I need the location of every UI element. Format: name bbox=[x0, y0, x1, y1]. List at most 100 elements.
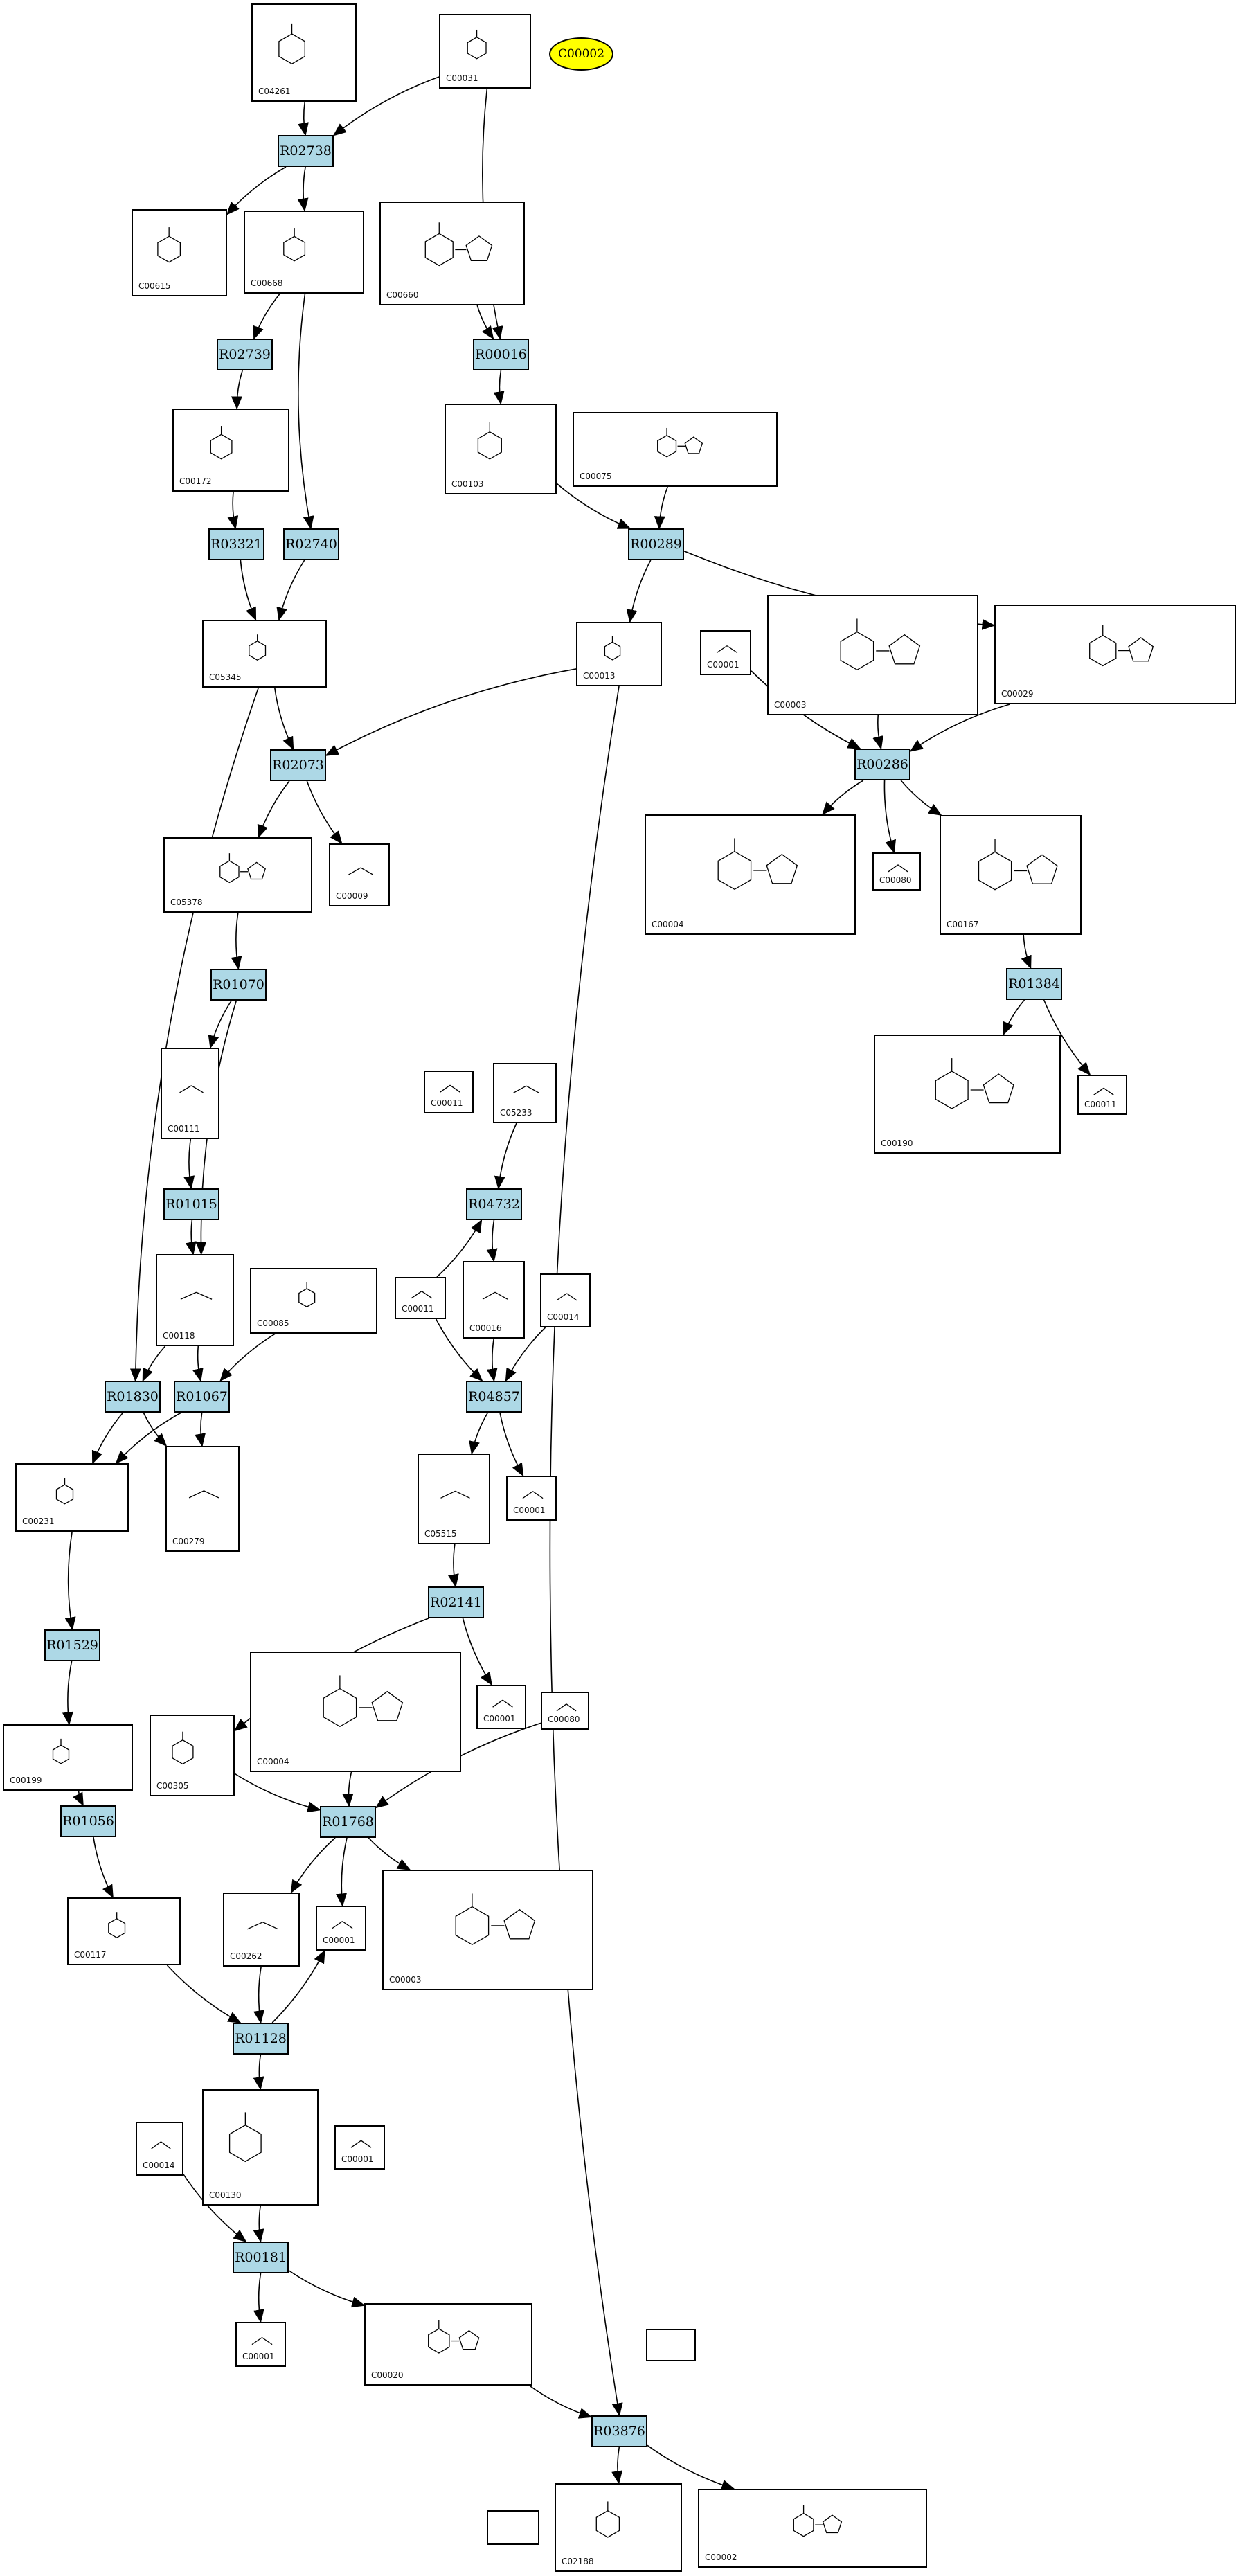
edge-r04732-to-c00016 bbox=[486, 1219, 498, 1262]
compound-c00231[interactable]: C00231 bbox=[15, 1463, 129, 1532]
compound-id: C00615 bbox=[138, 281, 171, 291]
compound-id: C00011 bbox=[1084, 1100, 1117, 1109]
compound-c00001-d[interactable]: C00001 bbox=[316, 1906, 366, 1951]
compound-blank-a[interactable] bbox=[646, 2329, 696, 2361]
compound-id: C00013 bbox=[583, 671, 616, 681]
reaction-r04857[interactable]: R04857 bbox=[466, 1381, 522, 1413]
compound-c00279[interactable]: C00279 bbox=[165, 1446, 240, 1552]
compound-c00011-a[interactable]: C00011 bbox=[1077, 1075, 1127, 1115]
compound-c00167[interactable]: C00167 bbox=[940, 815, 1082, 935]
compound-c00011-b[interactable]: C00011 bbox=[424, 1071, 474, 1113]
compound-c00009[interactable]: C00009 bbox=[329, 843, 390, 906]
reaction-r00286[interactable]: R00286 bbox=[854, 749, 910, 780]
reaction-r01384[interactable]: R01384 bbox=[1006, 968, 1062, 1000]
compound-c00305[interactable]: C00305 bbox=[150, 1715, 235, 1796]
structure-drawing bbox=[716, 645, 738, 654]
compound-c00001-e[interactable]: C00001 bbox=[334, 2125, 385, 2170]
edge-r01384-to-c00190 bbox=[1003, 999, 1025, 1036]
compound-id: C00002 bbox=[705, 2552, 737, 2562]
reaction-r03876[interactable]: R03876 bbox=[591, 2415, 647, 2447]
compound-c00002[interactable]: C00002 bbox=[698, 2489, 927, 2568]
compound-c00199[interactable]: C00199 bbox=[3, 1724, 133, 1791]
highlight-compound-oval[interactable]: C00002 bbox=[549, 37, 613, 71]
compound-c00172[interactable]: C00172 bbox=[172, 409, 289, 492]
reaction-r02739[interactable]: R02739 bbox=[217, 339, 273, 370]
structure-drawing bbox=[428, 2320, 480, 2354]
compound-c00001-a[interactable]: C00001 bbox=[700, 630, 751, 675]
reaction-r02073[interactable]: R02073 bbox=[270, 749, 326, 781]
compound-id: C00011 bbox=[402, 1304, 434, 1314]
compound-c00016[interactable]: C00016 bbox=[463, 1261, 525, 1339]
compound-c00660[interactable]: C00660 bbox=[379, 202, 525, 305]
compound-c00117[interactable]: C00117 bbox=[67, 1897, 181, 1965]
compound-id: C00014 bbox=[143, 2161, 175, 2170]
compound-c05233[interactable]: C05233 bbox=[493, 1063, 557, 1123]
compound-id: C00080 bbox=[879, 875, 912, 885]
compound-c02188[interactable]: C02188 bbox=[555, 2483, 682, 2572]
compound-c00020[interactable]: C00020 bbox=[364, 2303, 532, 2386]
compound-c00014-b[interactable]: C00014 bbox=[136, 2122, 183, 2176]
compound-c00190[interactable]: C00190 bbox=[874, 1035, 1061, 1154]
compound-c05345[interactable]: C05345 bbox=[202, 620, 327, 688]
compound-c00029[interactable]: C00029 bbox=[994, 605, 1236, 704]
reaction-r02738[interactable]: R02738 bbox=[278, 135, 334, 167]
compound-c00668[interactable]: C00668 bbox=[244, 211, 364, 294]
reaction-r00016[interactable]: R00016 bbox=[473, 339, 529, 370]
edge-r02073-to-c05378 bbox=[257, 780, 290, 839]
compound-c00111[interactable]: C00111 bbox=[161, 1048, 219, 1139]
reaction-r03321[interactable]: R03321 bbox=[208, 528, 264, 560]
compound-c00080-a[interactable]: C00080 bbox=[872, 852, 921, 891]
compound-id: C00011 bbox=[431, 1098, 463, 1108]
reaction-r01015[interactable]: R01015 bbox=[163, 1188, 219, 1220]
edge-r01384-to-c00011 bbox=[1043, 999, 1091, 1076]
compound-c00003-a[interactable]: C00003 bbox=[767, 595, 978, 715]
reaction-r04732[interactable]: R04732 bbox=[466, 1188, 522, 1220]
compound-c00004-a[interactable]: C00004 bbox=[645, 814, 856, 935]
structure-drawing bbox=[278, 23, 305, 64]
compound-c00001-b[interactable]: C00001 bbox=[506, 1476, 557, 1521]
edge-c00262-to-r01128 bbox=[253, 1966, 264, 2024]
edge-r01128-to-c00130 bbox=[253, 2054, 264, 2091]
compound-c00003-b[interactable]: C00003 bbox=[382, 1870, 593, 1990]
compound-c00004-b[interactable]: C00004 bbox=[250, 1652, 461, 1772]
reaction-r00289[interactable]: R00289 bbox=[628, 528, 684, 560]
compound-c00001-c[interactable]: C00001 bbox=[476, 1685, 526, 1729]
compound-c00130[interactable]: C00130 bbox=[202, 2089, 319, 2206]
compound-c00075[interactable]: C00075 bbox=[573, 412, 778, 487]
compound-c00080-b[interactable]: C00080 bbox=[541, 1692, 589, 1730]
compound-c00013[interactable]: C00013 bbox=[576, 622, 662, 686]
structure-drawing bbox=[332, 1921, 353, 1929]
compound-c00001-f[interactable]: C00001 bbox=[235, 2322, 286, 2367]
compound-c00085[interactable]: C00085 bbox=[250, 1268, 377, 1334]
reaction-r00181[interactable]: R00181 bbox=[233, 2242, 289, 2273]
reaction-r01128[interactable]: R01128 bbox=[233, 2023, 289, 2055]
compound-id: C00001 bbox=[513, 1505, 546, 1515]
edge-c00014-to-r00181 bbox=[183, 2174, 247, 2242]
edge-r01070-to-c00111 bbox=[208, 1000, 232, 1049]
compound-blank-b[interactable] bbox=[487, 2510, 539, 2545]
reaction-r02141[interactable]: R02141 bbox=[428, 1586, 484, 1618]
reaction-r01056[interactable]: R01056 bbox=[60, 1805, 116, 1837]
compound-c05515[interactable]: C05515 bbox=[418, 1454, 490, 1544]
reaction-r02740[interactable]: R02740 bbox=[283, 528, 339, 560]
structure-drawing bbox=[1093, 1087, 1114, 1095]
edge-r00286-to-c00004 bbox=[821, 780, 864, 816]
compound-c00014-a[interactable]: C00014 bbox=[540, 1273, 591, 1327]
reaction-r01070[interactable]: R01070 bbox=[210, 969, 267, 1001]
edge-r01768-to-c00003 bbox=[368, 1837, 411, 1870]
compound-c05378[interactable]: C05378 bbox=[163, 837, 312, 913]
reaction-r01067[interactable]: R01067 bbox=[174, 1381, 230, 1413]
compound-c00615[interactable]: C00615 bbox=[132, 209, 227, 296]
compound-c00031[interactable]: C00031 bbox=[439, 14, 531, 89]
reaction-r01830[interactable]: R01830 bbox=[105, 1381, 161, 1413]
compound-c00103[interactable]: C00103 bbox=[445, 404, 557, 494]
compound-c00262[interactable]: C00262 bbox=[223, 1893, 300, 1967]
compound-c00118[interactable]: C00118 bbox=[156, 1254, 234, 1346]
edge-r04857-to-c00001 bbox=[499, 1412, 524, 1477]
edge-c05515-to-r02141 bbox=[448, 1544, 459, 1588]
reaction-r01529[interactable]: R01529 bbox=[44, 1629, 100, 1661]
compound-c00011-c[interactable]: C00011 bbox=[395, 1277, 446, 1319]
edge-c00011-to-r04732 bbox=[436, 1219, 483, 1278]
compound-c04261[interactable]: C04261 bbox=[251, 3, 357, 102]
reaction-r01768[interactable]: R01768 bbox=[320, 1806, 376, 1838]
